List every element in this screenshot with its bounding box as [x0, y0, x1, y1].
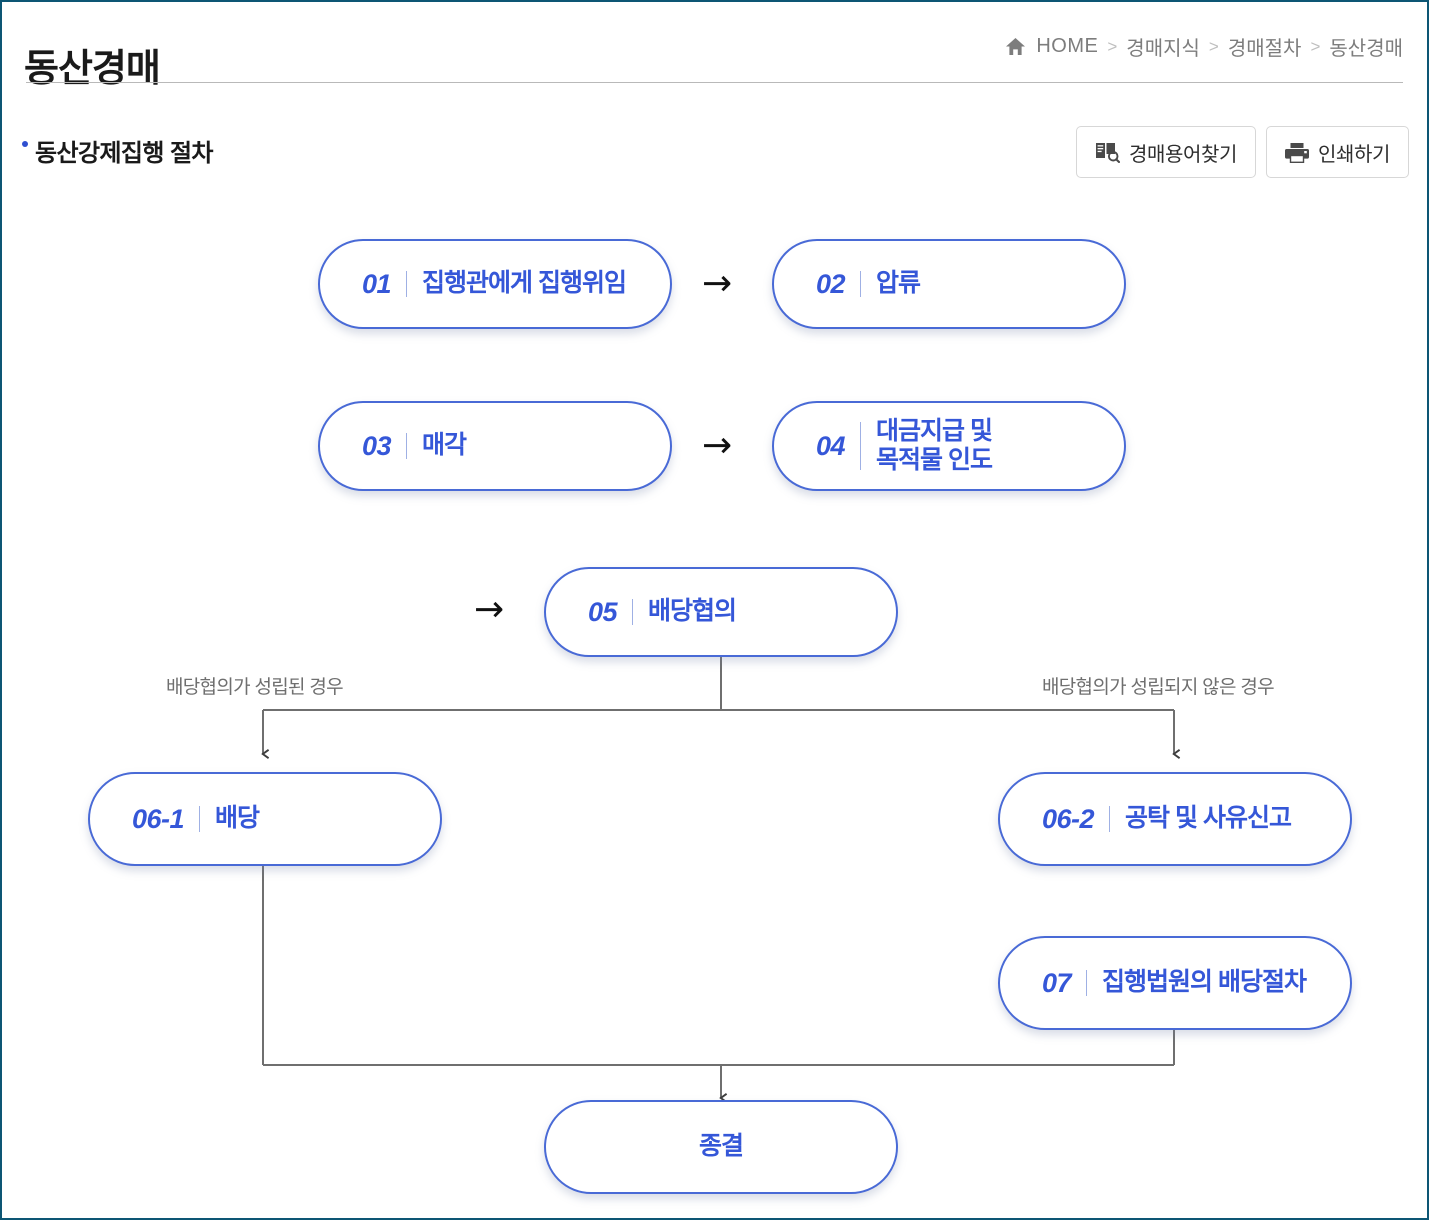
- glossary-button-label: 경매용어찾기: [1129, 143, 1237, 166]
- printer-icon: [1285, 142, 1309, 163]
- glossary-button[interactable]: 경매용어찾기: [1076, 126, 1256, 178]
- page-title: 동산경매: [24, 48, 161, 91]
- flow-node-07-number: 07: [1042, 967, 1072, 998]
- flow-node-03-label: 매각: [422, 431, 467, 460]
- flow-node-05[interactable]: 05 배당협의: [544, 567, 898, 657]
- print-button[interactable]: 인쇄하기: [1266, 126, 1409, 178]
- breadcrumb-separator: >: [1310, 36, 1321, 56]
- flow-node-06-2-number: 06-2: [1042, 803, 1095, 834]
- flow-node-divider: [406, 433, 408, 459]
- flow-node-divider: [199, 806, 201, 832]
- flow-node-03[interactable]: 03 매각: [318, 401, 672, 491]
- flow-node-04[interactable]: 04 대금지급 및 목적물 인도: [772, 401, 1126, 491]
- toolbar: 경매용어찾기 인쇄하기: [1076, 126, 1409, 178]
- breadcrumb-separator: >: [1107, 36, 1118, 56]
- print-button-label: 인쇄하기: [1318, 143, 1390, 166]
- breadcrumb-separator: >: [1208, 36, 1219, 56]
- section-title-label: 동산강제집행 절차: [35, 140, 214, 167]
- flow-node-06-1[interactable]: 06-1 배당: [88, 772, 442, 866]
- flow-node-07[interactable]: 07 집행법원의 배당절차: [998, 936, 1352, 1030]
- flow-node-divider: [1109, 806, 1111, 832]
- flow-node-divider: [632, 599, 634, 625]
- flow-node-end-label: 종결: [698, 1132, 744, 1161]
- section-title: 동산강제집행 절차: [22, 133, 214, 168]
- flow-node-06-1-number: 06-1: [132, 803, 185, 834]
- flow-node-divider: [860, 271, 862, 297]
- flow-node-04-label: 대금지급 및 목적물 인도: [876, 416, 993, 475]
- flow-node-06-2-label: 공탁 및 사유신고: [1125, 804, 1292, 833]
- flow-node-02-label: 압류: [876, 269, 921, 298]
- breadcrumb-item-1[interactable]: 경매지식: [1126, 38, 1200, 60]
- flow-node-05-label: 배당협의: [648, 597, 737, 626]
- breadcrumb: HOME > 경매지식 > 경매절차 > 동산경매: [1005, 32, 1403, 61]
- book-search-icon: [1095, 141, 1120, 163]
- breadcrumb-item-home[interactable]: HOME: [1036, 35, 1099, 57]
- breadcrumb-item-2[interactable]: 경매절차: [1227, 38, 1302, 60]
- flow-node-01[interactable]: 01 집행관에게 집행위임: [318, 239, 672, 329]
- breadcrumb-item-3: 동산경매: [1329, 38, 1403, 60]
- flow-node-divider: [1086, 970, 1088, 996]
- branch-label-left: 배당협의가 성립된 경우: [166, 677, 344, 698]
- flow-node-05-number: 05: [588, 596, 618, 627]
- flow-node-06-1-label: 배당: [215, 804, 260, 833]
- flow-node-divider: [860, 422, 862, 470]
- flow-node-02[interactable]: 02 압류: [772, 239, 1126, 329]
- header-divider: [26, 82, 1403, 83]
- bullet-icon: [22, 140, 28, 147]
- branch-label-right: 배당협의가 성립되지 않은 경우: [1042, 677, 1275, 698]
- flow-node-02-number: 02: [816, 268, 846, 299]
- flow-node-03-number: 03: [362, 430, 392, 461]
- flow-arrow-03-to-04: →: [702, 425, 733, 466]
- flow-node-04-number: 04: [816, 430, 846, 461]
- flow-arrow-01-to-02: →: [702, 263, 733, 304]
- flow-node-07-label: 집행법원의 배당절차: [1102, 968, 1307, 997]
- flow-node-01-label: 집행관에게 집행위임: [422, 269, 627, 298]
- home-icon: [1005, 37, 1026, 56]
- flow-arrow-to-05: →: [474, 589, 505, 630]
- flow-node-divider: [406, 271, 408, 297]
- flow-node-01-number: 01: [362, 268, 392, 299]
- flow-node-end[interactable]: 종결: [544, 1100, 898, 1194]
- flow-node-06-2[interactable]: 06-2 공탁 및 사유신고: [998, 772, 1352, 866]
